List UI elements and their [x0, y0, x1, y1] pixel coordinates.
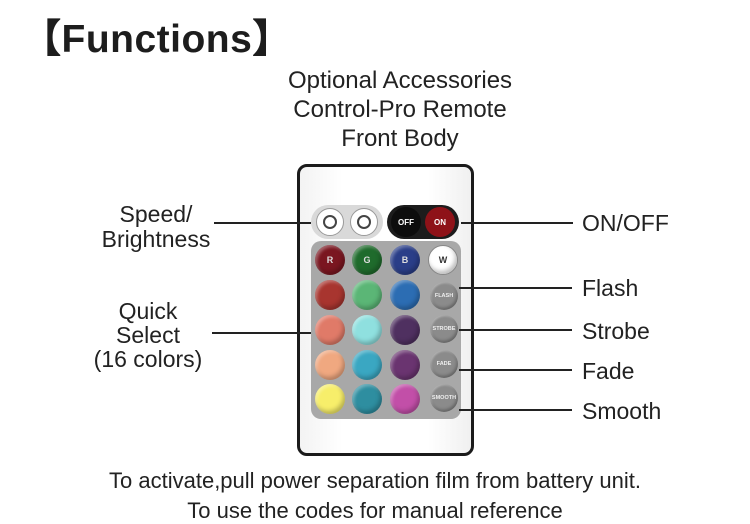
power-pad: OFF ON [387, 205, 459, 239]
smooth-label: Smooth [582, 398, 662, 424]
quick-select-label: Quick Select (16 colors) [83, 299, 213, 371]
quick-label-line-3: (16 colors) [93, 346, 203, 372]
instruction-text-2: To use the codes for manual reference [187, 498, 563, 523]
speed-label-line-1: Speed/ [119, 201, 193, 227]
fade-leader-line [459, 369, 572, 371]
caption-line-1: Optional Accessories [287, 67, 513, 94]
top-button-row: OFF ON [311, 205, 461, 239]
caption-line-3: Front Body [341, 125, 459, 152]
speed-label-line-2: Brightness [101, 226, 211, 252]
fade-label: Fade [582, 358, 635, 384]
caption-line-2: Control-Pro Remote [293, 96, 507, 123]
on-button[interactable]: ON [425, 207, 455, 237]
quick-select-leader-line [212, 332, 311, 334]
onoff-leader-line [461, 222, 573, 224]
strobe-leader-line [459, 329, 572, 331]
instruction-text: To activate,pull power separation film f… [109, 468, 641, 493]
sun-icon [323, 215, 337, 229]
off-button[interactable]: OFF [391, 207, 421, 237]
sun-icon [357, 215, 371, 229]
page-title: 【Functions】 [22, 18, 292, 61]
onoff-label: ON/OFF [582, 210, 669, 236]
remote-caption: Optional Accessories Control-Pro Remote … [230, 66, 570, 153]
color-panel [311, 241, 461, 419]
brightness-up-button[interactable] [350, 208, 378, 236]
speed-brightness-label: Speed/ Brightness [92, 202, 220, 252]
speed-brightness-pad [311, 205, 383, 239]
quick-label-line-2: Select [116, 322, 180, 348]
smooth-leader-line [459, 409, 572, 411]
flash-label: Flash [582, 275, 639, 301]
speed-leader-line [214, 222, 311, 224]
brightness-down-button[interactable] [316, 208, 344, 236]
quick-label-line-1: Quick [118, 298, 178, 324]
flash-leader-line [459, 287, 572, 289]
strobe-label: Strobe [582, 318, 650, 344]
